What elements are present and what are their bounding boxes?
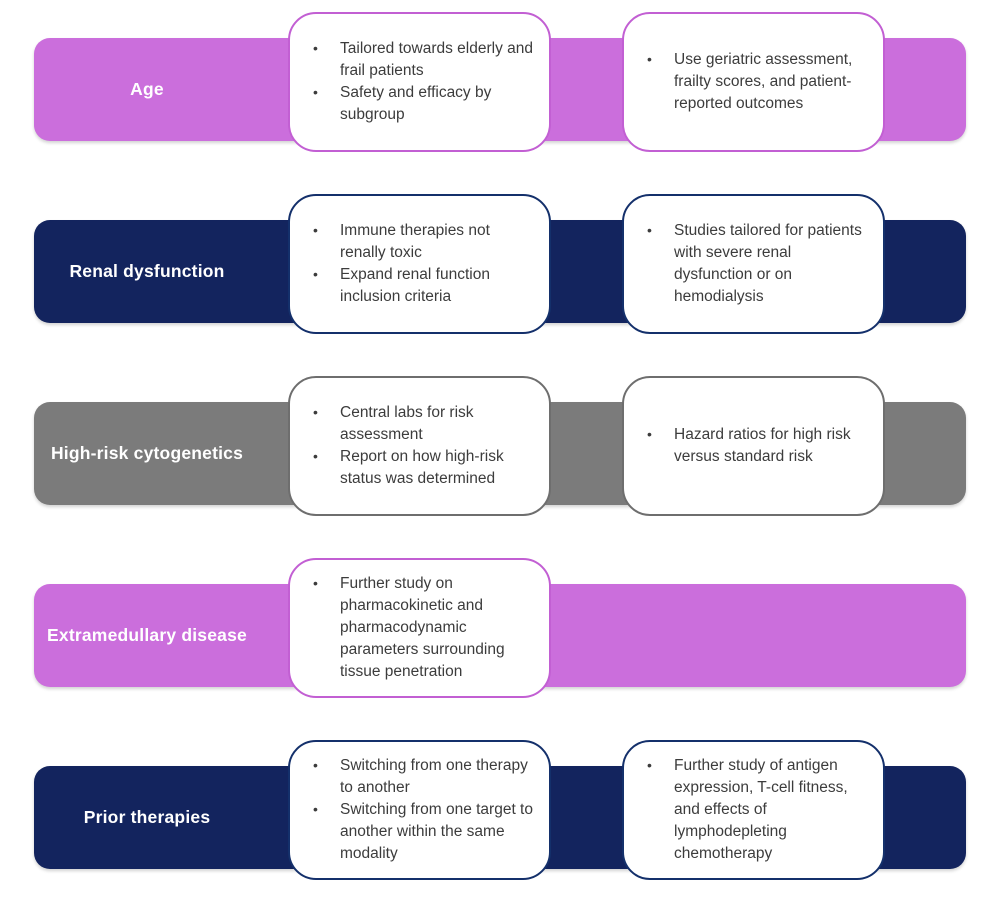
callout-card: • Use geriatric assessment, frailty scor… bbox=[622, 12, 885, 152]
category-label: Prior therapies bbox=[83, 807, 211, 827]
bullet-list: • Immune therapies not renally toxic • E… bbox=[308, 220, 537, 308]
bullet-list: • Studies tailored for patients with sev… bbox=[642, 220, 871, 308]
bullet-icon: • bbox=[313, 448, 318, 464]
bullet-text: Central labs for risk assessment bbox=[340, 404, 474, 443]
bullet-item: • Further study of antigen expression, T… bbox=[642, 755, 871, 865]
bullet-icon: • bbox=[647, 222, 652, 238]
bullet-list: • Further study of antigen expression, T… bbox=[642, 755, 871, 865]
category-label: High-risk cytogenetics bbox=[50, 443, 244, 463]
bullet-item: • Switching from one therapy to another bbox=[308, 755, 537, 799]
bullet-icon: • bbox=[313, 266, 318, 282]
band-row: Renal dysfunction • Immune therapies not… bbox=[0, 194, 1000, 334]
bullet-text: Studies tailored for patients with sever… bbox=[674, 222, 862, 305]
bullet-text: Further study of antigen expression, T-c… bbox=[674, 757, 848, 862]
bullet-icon: • bbox=[313, 801, 318, 817]
bullet-list: • Tailored towards elderly and frail pat… bbox=[308, 38, 537, 126]
callout-card: • Central labs for risk assessment • Rep… bbox=[288, 376, 551, 516]
bullet-text: Hazard ratios for high risk versus stand… bbox=[674, 426, 851, 465]
band-row: Prior therapies • Switching from one the… bbox=[0, 740, 1000, 880]
callout-card: • Studies tailored for patients with sev… bbox=[622, 194, 885, 334]
callout-card: • Immune therapies not renally toxic • E… bbox=[288, 194, 551, 334]
bullet-item: • Report on how high-risk status was det… bbox=[308, 446, 537, 490]
bullet-list: • Central labs for risk assessment • Rep… bbox=[308, 402, 537, 490]
bullet-item: • Studies tailored for patients with sev… bbox=[642, 220, 871, 308]
callout-card: • Further study of antigen expression, T… bbox=[622, 740, 885, 880]
bullet-list: • Switching from one therapy to another … bbox=[308, 755, 537, 865]
callout-card: • Hazard ratios for high risk versus sta… bbox=[622, 376, 885, 516]
bullet-icon: • bbox=[313, 222, 318, 238]
bullet-item: • Central labs for risk assessment bbox=[308, 402, 537, 446]
bullet-icon: • bbox=[647, 426, 652, 442]
bullet-text: Safety and efficacy by subgroup bbox=[340, 84, 492, 123]
band-row: Age • Tailored towards elderly and frail… bbox=[0, 12, 1000, 152]
bullet-item: • Expand renal function inclusion criter… bbox=[308, 264, 537, 308]
bullet-text: Report on how high-risk status was deter… bbox=[340, 448, 504, 487]
bullet-item: • Hazard ratios for high risk versus sta… bbox=[642, 424, 871, 468]
callout-card: • Tailored towards elderly and frail pat… bbox=[288, 12, 551, 152]
bullet-list: • Further study on pharmacokinetic and p… bbox=[308, 573, 537, 683]
bullet-icon: • bbox=[647, 757, 652, 773]
bullet-icon: • bbox=[313, 757, 318, 773]
bullet-text: Tailored towards elderly and frail patie… bbox=[340, 40, 533, 79]
bullet-item: • Switching from one target to another w… bbox=[308, 799, 537, 865]
bullet-item: • Use geriatric assessment, frailty scor… bbox=[642, 49, 871, 115]
callout-card: • Switching from one therapy to another … bbox=[288, 740, 551, 880]
bullet-item: • Immune therapies not renally toxic bbox=[308, 220, 537, 264]
bullet-icon: • bbox=[313, 84, 318, 100]
bullet-text: Immune therapies not renally toxic bbox=[340, 222, 490, 261]
bullet-icon: • bbox=[647, 51, 652, 67]
band-row: Extramedullary disease • Further study o… bbox=[0, 558, 1000, 698]
bullet-text: Further study on pharmacokinetic and pha… bbox=[340, 575, 505, 680]
callout-card: • Further study on pharmacokinetic and p… bbox=[288, 558, 551, 698]
bullet-list: • Hazard ratios for high risk versus sta… bbox=[642, 424, 871, 468]
category-label: Renal dysfunction bbox=[69, 261, 225, 281]
bullet-item: • Safety and efficacy by subgroup bbox=[308, 82, 537, 126]
bullet-list: • Use geriatric assessment, frailty scor… bbox=[642, 49, 871, 115]
bullet-icon: • bbox=[313, 575, 318, 591]
bullet-icon: • bbox=[313, 40, 318, 56]
band-row: High-risk cytogenetics • Central labs fo… bbox=[0, 376, 1000, 516]
bullet-text: Use geriatric assessment, frailty scores… bbox=[674, 51, 853, 112]
bullet-item: • Tailored towards elderly and frail pat… bbox=[308, 38, 537, 82]
bullet-item: • Further study on pharmacokinetic and p… bbox=[308, 573, 537, 683]
bullet-text: Expand renal function inclusion criteria bbox=[340, 266, 490, 305]
category-label: Age bbox=[130, 79, 164, 99]
bullet-icon: • bbox=[313, 404, 318, 420]
bullet-text: Switching from one target to another wit… bbox=[340, 801, 533, 862]
bullet-text: Switching from one therapy to another bbox=[340, 757, 528, 796]
category-label: Extramedullary disease bbox=[47, 625, 247, 645]
